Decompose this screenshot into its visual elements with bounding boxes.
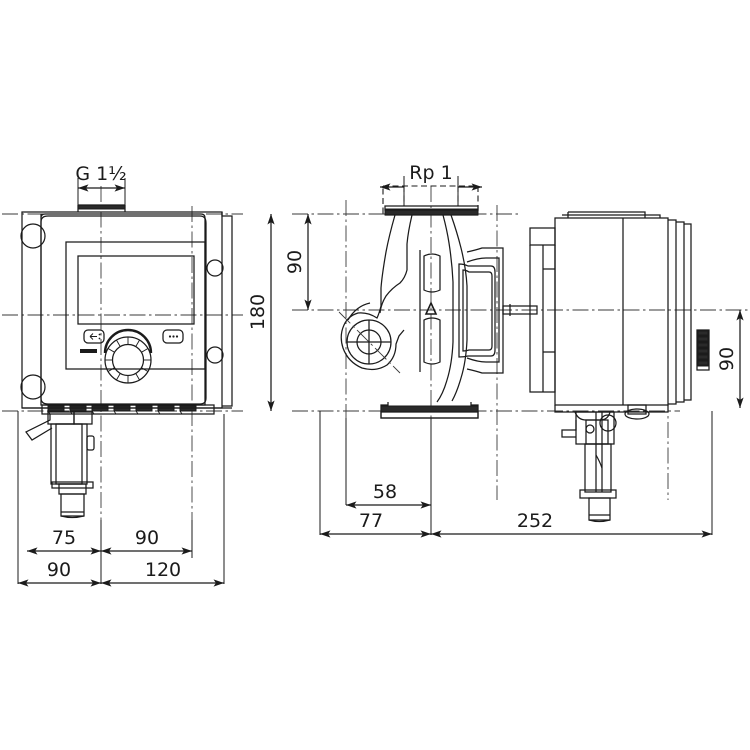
dim-90-vertical-right-label: 90 [716, 347, 738, 371]
dim-58-label: 58 [373, 481, 397, 503]
dim-90-vertical-left-label: 90 [284, 250, 306, 274]
side-view: Rp 1 180 90 90 [247, 162, 748, 538]
front-view: G 1½ 75 90 90 120 [2, 163, 243, 587]
adjustment-knob [696, 329, 710, 371]
front-view-body [20, 211, 233, 409]
dim-180-label: 180 [247, 294, 269, 330]
front-view-fins [22, 404, 232, 415]
dim-180: 180 [247, 214, 275, 411]
status-led [80, 349, 97, 353]
dim-90-lower-left-label: 90 [47, 559, 71, 581]
dim-rp-1: Rp 1 [380, 162, 482, 206]
side-view-motor-housing [502, 211, 710, 421]
dim-row-1: 75 90 [27, 527, 192, 555]
menu-button [162, 329, 184, 344]
label-rp-thread: Rp 1 [409, 162, 452, 184]
dim-77: 77 [320, 510, 431, 538]
dim-252-label: 252 [517, 510, 553, 532]
dim-row-2: 90 120 [18, 559, 224, 587]
front-view-dimensions: G 1½ 75 90 90 120 [17, 163, 225, 587]
lcd-display [77, 255, 195, 325]
rotary-knob [103, 328, 153, 384]
side-view-pump-housing [338, 185, 504, 419]
dim-90-upper-right-label: 90 [135, 527, 159, 549]
back-button [83, 329, 105, 344]
dim-90-vertical-right: 90 [716, 310, 744, 408]
side-view-centerlines [292, 186, 748, 505]
dim-58: 58 [346, 481, 431, 509]
dim-77-label: 77 [359, 510, 383, 532]
label-g-thread: G 1½ [75, 163, 126, 185]
dim-252: 252 [431, 510, 712, 538]
front-view-pipe-connection [77, 204, 126, 212]
dim-75-label: 75 [52, 527, 76, 549]
dim-g-1-1-2: G 1½ [75, 163, 127, 206]
dim-90-vertical-left: 90 [284, 214, 312, 310]
front-view-cable-gland [25, 411, 95, 519]
side-view-cable-gland [561, 411, 617, 523]
dim-120-label: 120 [145, 559, 181, 581]
side-view-dimensions: Rp 1 180 90 90 [247, 162, 744, 538]
